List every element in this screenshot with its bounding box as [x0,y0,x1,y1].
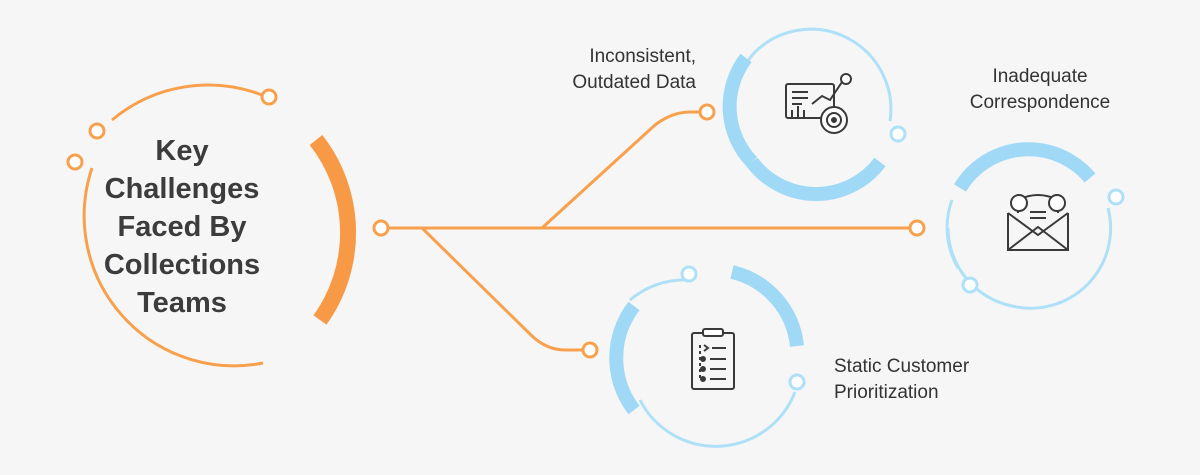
node-correspondence [945,142,1125,310]
connector-end-dot [698,103,716,121]
hub-ring [66,83,357,368]
connector-to-prioritization [420,226,583,352]
hub-node-dot [66,153,84,171]
label-line: Correspondence [969,92,1111,113]
hub-title-line: Collections [103,249,261,281]
hub-thick-arc [309,135,357,325]
hub-title: Key Challenges Faced By Collections Team… [92,132,272,322]
label-line: Outdated Data [572,72,696,93]
hub-title-line: Faced By [117,211,247,243]
connector-start-dot [372,219,390,237]
label-line: Inconsistent, [589,46,696,67]
connector-end-dot [908,219,926,237]
label-line: Static Customer [834,356,970,377]
email-exchange-icon [1007,194,1069,251]
label-line: Prioritization [834,382,939,403]
connector-to-outdated [540,110,700,230]
connector-lines [372,103,926,359]
data-analytics-icon [785,73,852,134]
node-prioritization [609,265,806,448]
hub-title-line: Challenges [104,173,260,205]
hub-title-line: Key [155,135,209,167]
checklist-clipboard-icon [691,328,735,390]
node-outdated-data [722,27,907,201]
connector-end-dot [581,341,599,359]
label-prioritization: Static Customer Prioritization [834,354,1034,406]
hub-thin-arc [82,167,264,368]
hub-node-dot [88,122,106,140]
hub-thin-arc-top [111,83,263,122]
label-outdated-data: Inconsistent, Outdated Data [540,44,696,96]
hub-node-dot [260,88,278,106]
hub-title-line: Teams [137,287,227,319]
label-correspondence: Inadequate Correspondence [950,64,1130,116]
label-line: Inadequate [992,66,1088,87]
